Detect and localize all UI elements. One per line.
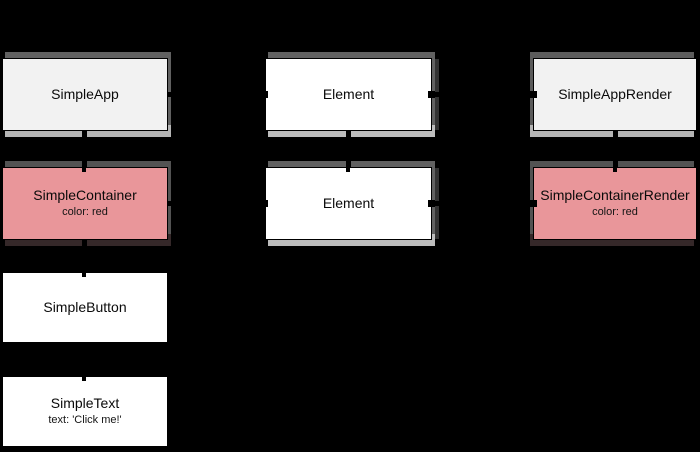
edge-element2-simplecontainerrender bbox=[432, 201, 533, 206]
edge-element1-element2 bbox=[346, 131, 351, 168]
edge-notch bbox=[82, 272, 86, 277]
node-label: SimpleApp bbox=[51, 86, 119, 103]
node-element-2: Element bbox=[265, 167, 432, 240]
edge-endpoint-marker bbox=[428, 200, 435, 207]
edge-endpoint-marker bbox=[261, 91, 268, 98]
node-simple-app-render: SimpleAppRender bbox=[533, 58, 697, 131]
node-simple-app: SimpleApp bbox=[2, 58, 168, 131]
edge-simplecontainer-element2 bbox=[168, 201, 265, 206]
node-label: SimpleButton bbox=[43, 299, 127, 316]
edge-simplebutton-simpletext bbox=[82, 343, 87, 377]
edge-simpleapp-simplecontainer bbox=[82, 131, 87, 168]
edge-endpoint-marker bbox=[261, 200, 268, 207]
edge-notch bbox=[346, 167, 350, 172]
edge-notch bbox=[613, 167, 617, 172]
edge-endpoint-marker bbox=[530, 200, 537, 207]
edge-notch bbox=[82, 376, 86, 381]
node-simple-text: SimpleText text: 'Click me!' bbox=[2, 376, 168, 447]
node-label: SimpleAppRender bbox=[558, 86, 672, 103]
node-simple-container-render: SimpleContainerRender color: red bbox=[533, 167, 697, 240]
node-label: SimpleContainer bbox=[33, 187, 137, 204]
edge-simpleapprender-simplecontainerrender bbox=[613, 131, 618, 168]
node-sublabel: text: 'Click me!' bbox=[48, 414, 122, 427]
node-label: SimpleContainerRender bbox=[540, 187, 690, 204]
edge-simplecontainer-simplebutton bbox=[82, 240, 87, 273]
node-label: Element bbox=[322, 195, 375, 212]
edge-notch bbox=[82, 167, 86, 172]
edge-endpoint-marker bbox=[428, 91, 435, 98]
node-label: Element bbox=[322, 86, 375, 103]
node-simple-button: SimpleButton bbox=[2, 272, 168, 343]
edge-endpoint-marker bbox=[530, 91, 537, 98]
edge-element1-simpleapprender bbox=[432, 92, 533, 97]
node-simple-container: SimpleContainer color: red bbox=[2, 167, 168, 240]
node-sublabel: color: red bbox=[62, 206, 108, 219]
node-element-1: Element bbox=[265, 58, 432, 131]
node-sublabel: color: red bbox=[592, 206, 638, 219]
edge-simpleapp-element1 bbox=[168, 92, 265, 97]
node-label: SimpleText bbox=[50, 395, 120, 412]
